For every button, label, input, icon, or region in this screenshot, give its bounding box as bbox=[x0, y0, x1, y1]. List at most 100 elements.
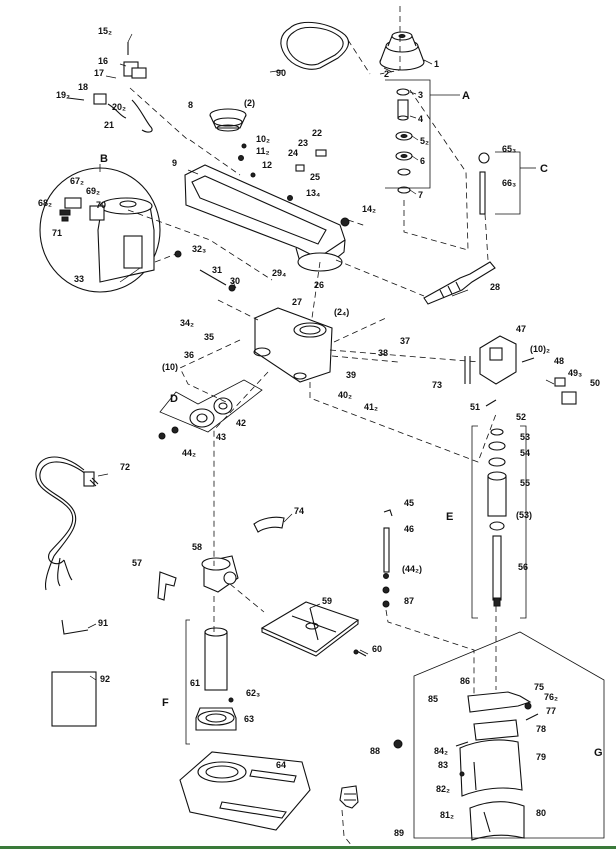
part-label-85: 85 bbox=[428, 694, 438, 704]
group-label-a: A bbox=[462, 90, 470, 102]
guard-hardware-part bbox=[238, 143, 350, 227]
part-label-88: 88 bbox=[370, 746, 380, 756]
chuck-guard-part bbox=[393, 691, 539, 841]
manual-part bbox=[51, 671, 97, 727]
part-label-35: 35 bbox=[204, 332, 214, 342]
part-label-17: 17 bbox=[94, 68, 104, 78]
part-label-23: 23 bbox=[298, 138, 308, 148]
part-label-75: 75 bbox=[534, 682, 544, 692]
part-label-54: 54 bbox=[520, 448, 530, 458]
part-label-43: 43 bbox=[216, 432, 226, 442]
part-label-4: 4 bbox=[418, 114, 423, 124]
group-frame-c bbox=[495, 151, 536, 215]
group-frame-e bbox=[471, 425, 527, 619]
part-label-64: 64 bbox=[276, 760, 286, 770]
work-table-part bbox=[260, 601, 367, 657]
drive-belt-part bbox=[280, 21, 350, 70]
part-label-51: 51 bbox=[470, 402, 480, 412]
part-label-56: 56 bbox=[518, 562, 528, 572]
part-label-13: 13₄ bbox=[306, 188, 320, 198]
part-label-81: 81₂ bbox=[440, 810, 454, 820]
group-label-f: F bbox=[162, 697, 169, 709]
part-label-30: 30 bbox=[230, 276, 240, 286]
part-label-36: 36 bbox=[184, 350, 194, 360]
part-label-10: 10₂ bbox=[256, 134, 270, 144]
part-label-42: 42 bbox=[236, 418, 246, 428]
part-label-3: 3 bbox=[418, 90, 423, 100]
part-label-87: 87 bbox=[404, 596, 414, 606]
group-frame-a bbox=[385, 79, 460, 189]
part-labels: 1 2 3 4 5₂ 6 7 8 (2) 9 10₂ 11₂ 12 13₄ 14… bbox=[38, 26, 600, 838]
group-label-e: E bbox=[446, 511, 453, 523]
motor-part bbox=[39, 167, 161, 293]
part-label-89: 89 bbox=[394, 828, 404, 838]
group-frame-g bbox=[413, 631, 605, 839]
wire-part bbox=[464, 356, 471, 384]
part-label-8: 8 bbox=[188, 100, 193, 110]
part-label-62: 62₃ bbox=[246, 688, 260, 698]
part-label-28: 28 bbox=[490, 282, 500, 292]
group-label-d: D bbox=[170, 393, 178, 405]
switch-assembly-part bbox=[67, 42, 153, 133]
group-label-g: G bbox=[594, 747, 603, 759]
part-label-53b: (53) bbox=[516, 510, 532, 520]
part-label-59: 59 bbox=[322, 596, 332, 606]
part-label-73: 73 bbox=[432, 380, 442, 390]
part-label-52: 52 bbox=[516, 412, 526, 422]
part-label-39: 39 bbox=[346, 370, 356, 380]
part-label-22: 22 bbox=[312, 128, 322, 138]
part-label-74: 74 bbox=[294, 506, 304, 516]
column-bolt-part bbox=[174, 250, 236, 292]
base-part bbox=[179, 751, 311, 831]
part-label-24: 24 bbox=[288, 148, 298, 158]
motor-pulley-part bbox=[209, 108, 247, 132]
part-label-29: 29₄ bbox=[272, 268, 286, 278]
feed-shaft-part bbox=[423, 261, 496, 305]
part-label-20: 20₂ bbox=[112, 102, 126, 112]
part-label-78: 78 bbox=[536, 724, 546, 734]
head-casting-part bbox=[253, 307, 333, 383]
part-label-68: 68₂ bbox=[38, 198, 52, 208]
part-label-16: 16 bbox=[98, 56, 108, 66]
part-label-80: 80 bbox=[536, 808, 546, 818]
part-label-65: 65₃ bbox=[502, 144, 516, 154]
part-label-71: 71 bbox=[52, 228, 62, 238]
part-label-21: 21 bbox=[104, 120, 114, 130]
part-label-31: 31 bbox=[212, 265, 222, 275]
part-label-15: 15₂ bbox=[98, 26, 112, 36]
part-label-61: 61 bbox=[190, 678, 200, 688]
group-label-b: B bbox=[100, 153, 108, 165]
feed-handle-part bbox=[478, 152, 490, 215]
part-label-5: 5₂ bbox=[420, 136, 429, 146]
part-label-67: 67₂ bbox=[70, 176, 84, 186]
part-label-60: 60 bbox=[372, 644, 382, 654]
part-label-57: 57 bbox=[132, 558, 142, 568]
part-label-18: 18 bbox=[78, 82, 88, 92]
part-label-90: 90 bbox=[276, 68, 286, 78]
switch-box-part bbox=[479, 335, 577, 405]
part-label-76: 76₂ bbox=[544, 692, 558, 702]
part-label-11: 11₂ bbox=[256, 146, 270, 156]
part-label-44b: (44₂) bbox=[402, 564, 422, 574]
pointer-part bbox=[485, 399, 497, 407]
part-label-10c: (10)₂ bbox=[530, 344, 550, 354]
drill-chuck-part bbox=[339, 785, 359, 809]
part-label-53: 53 bbox=[520, 432, 530, 442]
part-label-91: 91 bbox=[98, 618, 108, 628]
part-label-2b: (2₄) bbox=[334, 307, 349, 317]
part-label-72: 72 bbox=[120, 462, 130, 472]
column-part bbox=[195, 627, 237, 731]
hex-key-part bbox=[61, 619, 89, 635]
part-label-92: 92 bbox=[100, 674, 110, 684]
part-label-25: 25 bbox=[310, 172, 320, 182]
table-bracket-part bbox=[157, 516, 285, 601]
part-label-77: 77 bbox=[546, 706, 556, 716]
part-label-45: 45 bbox=[404, 498, 414, 508]
group-frame-d bbox=[159, 379, 263, 433]
group-letters: A B C D E F G bbox=[100, 90, 603, 759]
part-label-70: 70 bbox=[96, 200, 106, 210]
part-label-84: 84₂ bbox=[434, 746, 448, 756]
part-label-8b: (2) bbox=[244, 98, 255, 108]
part-label-10b: (10) bbox=[162, 362, 178, 372]
